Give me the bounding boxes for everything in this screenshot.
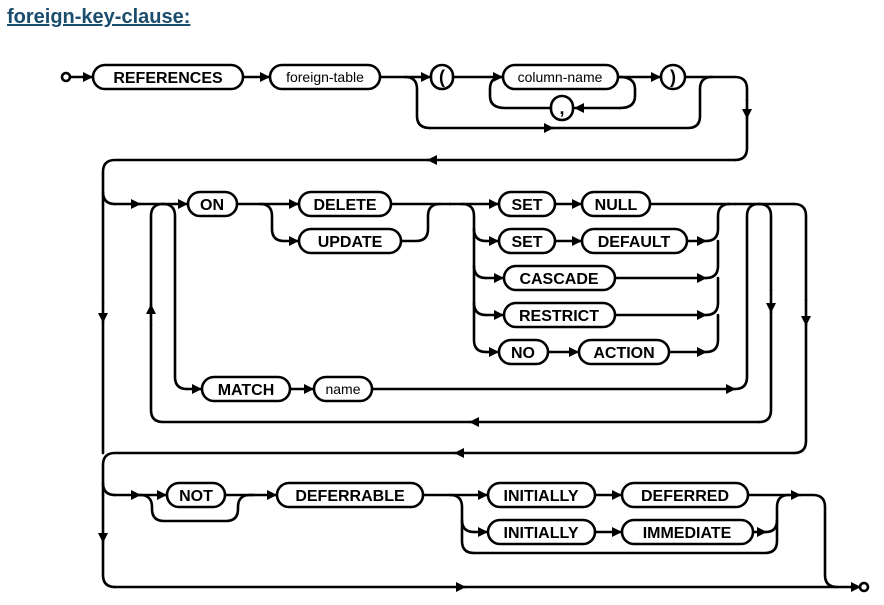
rail bbox=[101, 190, 117, 206]
rail bbox=[757, 202, 773, 292]
cascade-keyword-box: CASCADE bbox=[502, 264, 617, 292]
svg-text:,: , bbox=[559, 98, 564, 118]
svg-text:NO: NO bbox=[511, 345, 535, 362]
rail bbox=[472, 301, 488, 317]
open-paren-box: ( bbox=[429, 63, 455, 91]
svg-text:IMMEDIATE: IMMEDIATE bbox=[643, 525, 732, 542]
on-keyword-box: ON bbox=[186, 190, 239, 218]
rail bbox=[149, 202, 165, 307]
deferred-keyword-box: DEFERRED bbox=[620, 481, 750, 509]
svg-text:(: ( bbox=[439, 67, 445, 87]
deferrable-keyword-box: DEFERRABLE bbox=[275, 481, 425, 509]
svg-text:CASCADE: CASCADE bbox=[519, 271, 598, 288]
initially-keyword-box: INITIALLY bbox=[486, 481, 597, 509]
svg-text:DELETE: DELETE bbox=[313, 197, 376, 214]
svg-text:NULL: NULL bbox=[595, 197, 638, 214]
end-terminal bbox=[858, 581, 870, 593]
rail bbox=[704, 239, 720, 280]
rail bbox=[733, 116, 749, 162]
close-paren-box: ) bbox=[659, 63, 687, 91]
svg-text:REFERENCES: REFERENCES bbox=[113, 70, 223, 87]
diagram-title[interactable]: foreign-key-clause: bbox=[7, 6, 191, 28]
name-identifier-box: name bbox=[312, 375, 374, 403]
update-keyword-box: UPDATE bbox=[297, 227, 403, 255]
rail bbox=[733, 202, 761, 391]
null-keyword-box: NULL bbox=[580, 190, 652, 218]
rail bbox=[472, 227, 488, 243]
svg-text:ON: ON bbox=[200, 197, 224, 214]
action-keyword-box: ACTION bbox=[577, 338, 671, 366]
rail bbox=[149, 323, 472, 424]
rail bbox=[472, 493, 791, 555]
references-keyword-box: REFERENCES bbox=[91, 63, 245, 91]
svg-text:name: name bbox=[325, 381, 360, 397]
restrict-keyword-box: RESTRICT bbox=[502, 301, 617, 329]
rail bbox=[161, 202, 189, 391]
svg-text:UPDATE: UPDATE bbox=[318, 234, 383, 251]
rail bbox=[101, 540, 117, 589]
rail bbox=[258, 202, 286, 243]
initially-keyword-box: INITIALLY bbox=[486, 518, 597, 546]
rail bbox=[101, 451, 457, 497]
rail bbox=[704, 202, 732, 243]
svg-text:foreign-table: foreign-table bbox=[286, 69, 364, 85]
no-keyword-box: NO bbox=[497, 338, 550, 366]
comma-box: , bbox=[549, 94, 575, 122]
rail bbox=[472, 264, 488, 280]
row-references: REFERENCES foreign-table ( column-name ,… bbox=[60, 63, 752, 206]
rail bbox=[798, 493, 839, 589]
svg-text:SET: SET bbox=[511, 197, 542, 214]
rail bbox=[138, 493, 252, 523]
rail bbox=[617, 75, 637, 110]
svg-text:DEFERRED: DEFERRED bbox=[641, 488, 729, 505]
rail bbox=[684, 75, 749, 102]
svg-text:INITIALLY: INITIALLY bbox=[504, 488, 579, 505]
rail bbox=[764, 518, 779, 534]
rail bbox=[792, 202, 808, 302]
rail bbox=[460, 518, 476, 534]
rail bbox=[704, 276, 720, 317]
rail bbox=[400, 202, 442, 243]
rail bbox=[792, 323, 808, 455]
set-keyword-box: SET bbox=[497, 190, 557, 218]
rail bbox=[551, 75, 714, 130]
rail bbox=[757, 310, 773, 424]
not-keyword-box: NOT bbox=[165, 481, 227, 509]
default-keyword-box: DEFAULT bbox=[580, 227, 689, 255]
set-keyword-box: SET bbox=[497, 227, 557, 255]
svg-text:column-name: column-name bbox=[518, 69, 603, 85]
match-keyword-box: MATCH bbox=[200, 375, 292, 403]
rail bbox=[460, 202, 488, 354]
svg-text:INITIALLY: INITIALLY bbox=[504, 525, 579, 542]
rail bbox=[488, 75, 552, 110]
rail bbox=[704, 313, 720, 354]
rail bbox=[101, 158, 430, 206]
svg-text:): ) bbox=[670, 67, 676, 87]
row-deferrable: NOT DEFERRABLE INITIALLY DEFERRED INITIA… bbox=[98, 481, 870, 593]
svg-text:NOT: NOT bbox=[179, 488, 213, 505]
rail bbox=[403, 75, 432, 130]
column-name-identifier-box: column-name bbox=[501, 63, 620, 91]
svg-text:ACTION: ACTION bbox=[593, 345, 654, 362]
svg-text:DEFERRABLE: DEFERRABLE bbox=[295, 488, 405, 505]
foreign-table-identifier-box: foreign-table bbox=[268, 63, 382, 91]
svg-text:RESTRICT: RESTRICT bbox=[519, 308, 599, 325]
svg-text:SET: SET bbox=[511, 234, 542, 251]
rail bbox=[101, 481, 117, 497]
svg-text:DEFAULT: DEFAULT bbox=[598, 234, 671, 251]
immediate-keyword-box: IMMEDIATE bbox=[620, 518, 755, 546]
svg-text:MATCH: MATCH bbox=[218, 382, 275, 399]
row-on-match: ON DELETE UPDATE SET NULL SET DEFAULT C bbox=[98, 190, 811, 497]
delete-keyword-box: DELETE bbox=[297, 190, 393, 218]
